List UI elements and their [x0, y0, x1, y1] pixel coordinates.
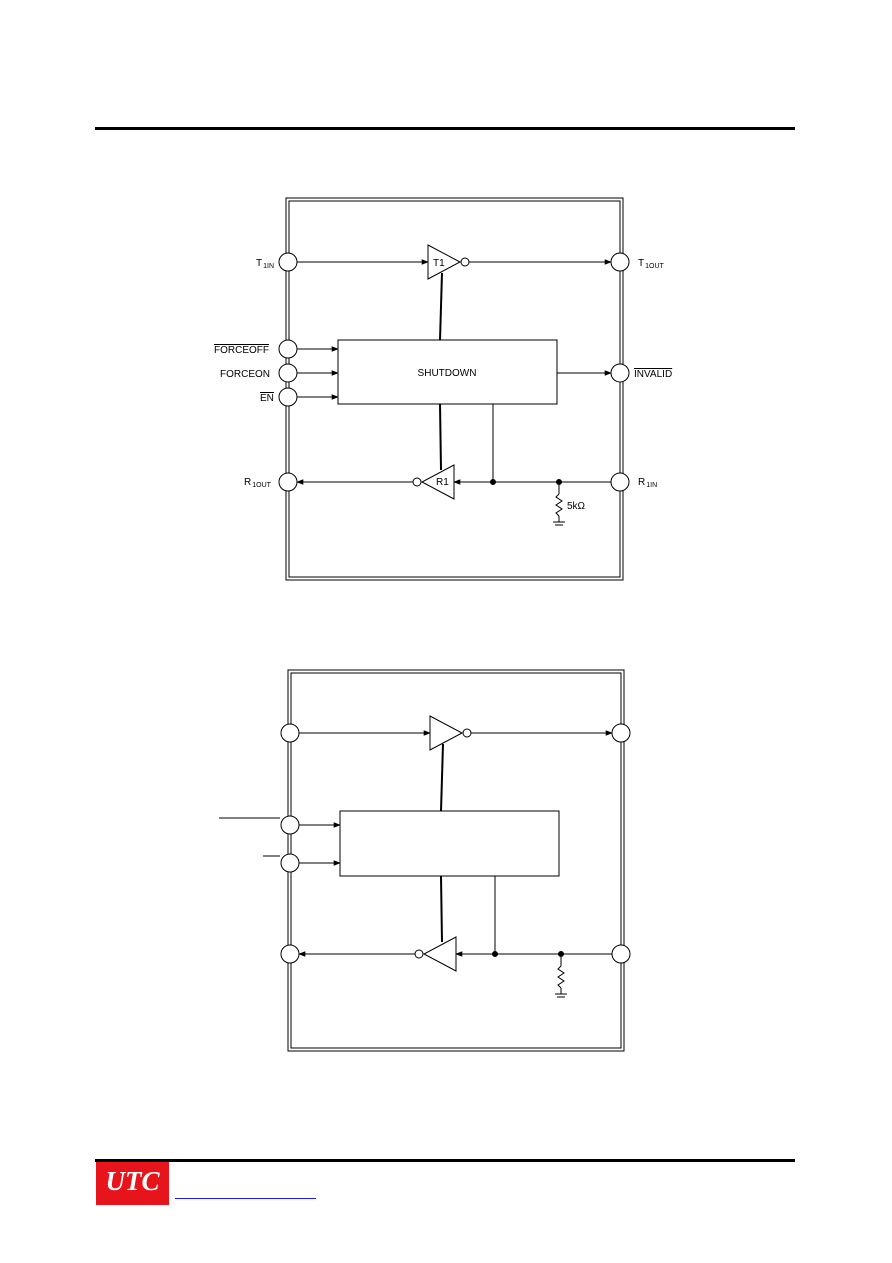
- label-forceon: FORCEON: [220, 369, 270, 380]
- pin-receiver-in: [611, 944, 631, 964]
- pin-invalid: [610, 363, 630, 383]
- receiver-enable-wire: [440, 875, 443, 943]
- pin-forceon: [278, 363, 298, 383]
- pin-forceoff: [278, 339, 298, 359]
- control-block: [339, 810, 560, 877]
- pin-r1out: [278, 472, 298, 492]
- footer-rule: [95, 1159, 795, 1162]
- label-t1out: T1OUT: [638, 258, 665, 270]
- pin-receiver-out: [280, 944, 300, 964]
- junction-dot: [490, 479, 496, 485]
- header-rule: [95, 127, 795, 130]
- pin-t1out: [610, 252, 630, 272]
- footer-link[interactable]: [175, 1180, 316, 1199]
- label-invalid: INVALID: [634, 369, 672, 380]
- receiver-bubble: [414, 949, 424, 959]
- pin-control-2: [280, 853, 300, 873]
- label-resistor: 5kΩ: [567, 501, 586, 512]
- logo-text: UTC: [105, 1166, 160, 1196]
- driver-bubble: [462, 728, 472, 738]
- pin-driver-out: [611, 723, 631, 743]
- driver-triangle: [429, 715, 464, 751]
- driver-t1-triangle: [427, 244, 462, 280]
- resistor: [557, 965, 565, 989]
- pin-t1in: [278, 252, 298, 272]
- label-driver-t1: T1: [433, 258, 445, 269]
- label-shutdown: SHUTDOWN: [418, 368, 477, 379]
- label-forceoff: FORCEOFF: [214, 345, 269, 356]
- functional-block-diagram-1: [278, 197, 630, 581]
- receiver-r1-triangle: [420, 464, 455, 500]
- utc-logo: UTC: [96, 1162, 169, 1205]
- label-r1out: R1OUT: [244, 477, 272, 489]
- pin-r1in: [610, 472, 630, 492]
- driver-enable-wire: [440, 743, 444, 812]
- receiver-r1-bubble: [412, 477, 422, 487]
- functional-block-diagram-2: [219, 669, 631, 1052]
- driver-t1-bubble: [460, 257, 470, 267]
- pin-en: [278, 387, 298, 407]
- t1-enable-wire: [439, 272, 443, 341]
- junction-dot: [492, 951, 498, 957]
- pin-driver-in: [280, 723, 300, 743]
- label-r1in: R1IN: [638, 477, 657, 489]
- r1-enable-wire: [439, 403, 442, 471]
- pin-control-1: [280, 815, 300, 835]
- diagram1-labels: T1IN T1OUT FORCEOFF FORCEON EN INVALID S…: [214, 258, 672, 512]
- label-receiver-r1: R1: [436, 477, 449, 488]
- label-t1in: T1IN: [256, 258, 274, 270]
- resistor-5k: [555, 493, 563, 517]
- receiver-triangle: [422, 936, 457, 972]
- label-en: EN: [260, 393, 274, 404]
